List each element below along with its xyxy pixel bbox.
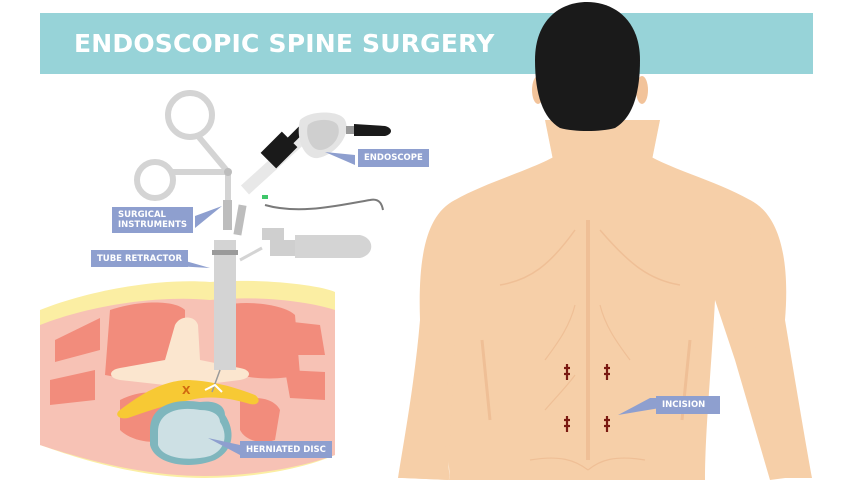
label-tube-retractor-text: TUBE RETRACTOR <box>97 253 183 264</box>
label-incision-text: INCISION <box>662 400 706 410</box>
human-back-figure <box>398 2 812 480</box>
label-incision: INCISION <box>656 396 720 414</box>
label-endoscope-text: ENDOSCOPE <box>364 153 423 163</box>
svg-text:X: X <box>182 384 191 397</box>
spine-cross-section: X <box>40 280 335 478</box>
page-title: ENDOSCOPIC SPINE SURGERY <box>74 29 495 58</box>
label-herniated-disc: HERNIATED DISC <box>240 441 332 458</box>
label-tube-retractor: TUBE RETRACTOR <box>91 250 189 267</box>
title-banner: ENDOSCOPIC SPINE SURGERY <box>40 13 813 74</box>
label-endoscope: ENDOSCOPE <box>358 149 429 167</box>
label-surgical-text-1: SURGICAL <box>118 210 166 220</box>
incision-marks <box>564 364 610 432</box>
label-surgical-instruments: SURGICAL INSTRUMENTS <box>112 207 193 233</box>
surgical-instruments <box>134 90 391 393</box>
label-surgical-text-2: INSTRUMENTS <box>118 220 187 230</box>
hair <box>535 2 640 131</box>
label-herniated-disc-text: HERNIATED DISC <box>246 444 326 455</box>
